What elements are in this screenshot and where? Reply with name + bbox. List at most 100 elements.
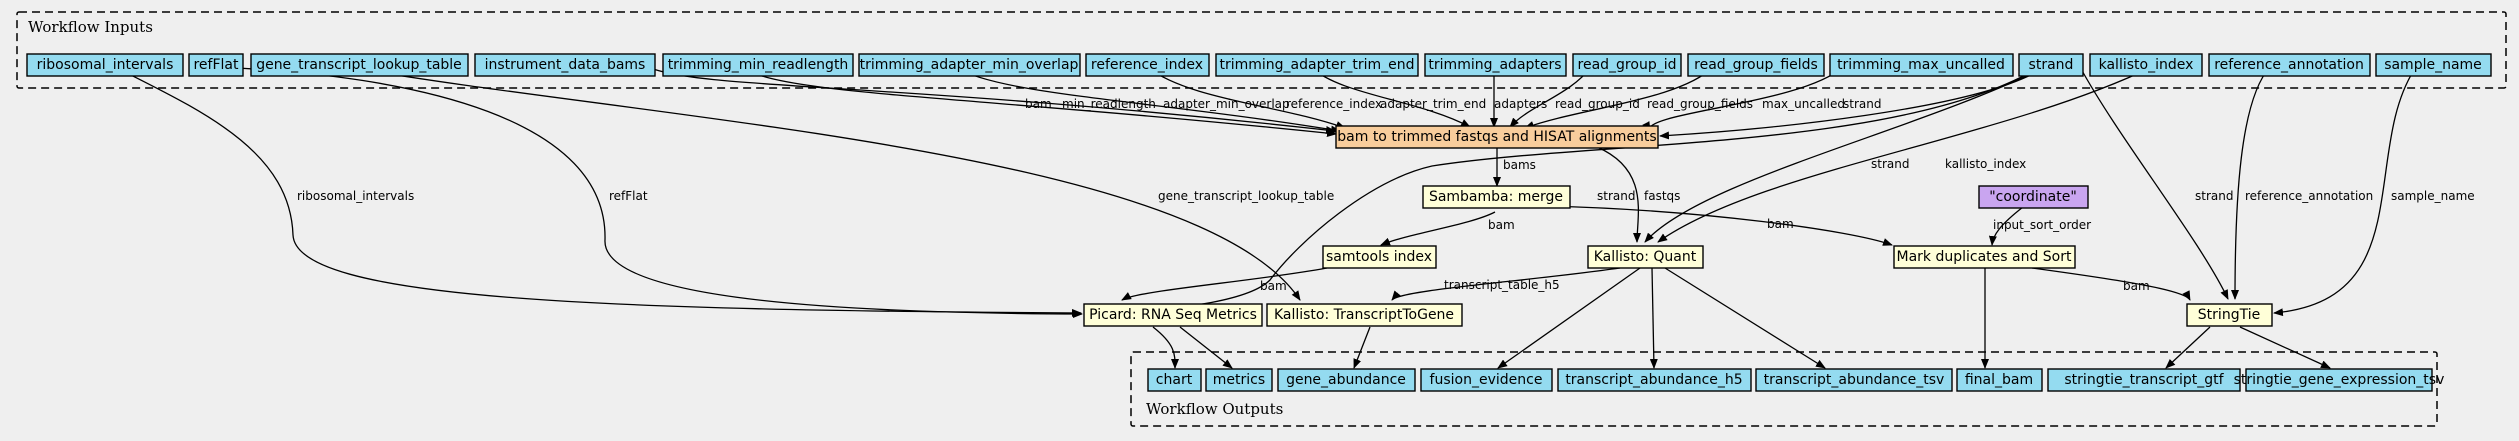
edge-label: bam <box>1488 218 1515 232</box>
input-trimming-min-readlength[interactable]: trimming_min_readlength <box>662 53 854 77</box>
input-trimming-adapters[interactable]: trimming_adapters <box>1424 53 1567 77</box>
edge-label: max_uncalled <box>1762 97 1845 111</box>
svg-text:Kallisto: Quant: Kallisto: Quant <box>1594 249 1697 265</box>
workflow-outputs-title: Workflow Outputs <box>1146 400 1283 418</box>
edge-bam-picard <box>1121 267 1328 301</box>
svg-text:strand: strand <box>2029 57 2074 73</box>
output-transcript-abundance-tsv[interactable]: transcript_abundance_tsv <box>1755 368 1953 392</box>
edge-label: bam <box>1260 279 1287 293</box>
edge-label: sample_name <box>2391 189 2475 203</box>
edge-bam-stringtie <box>2031 267 2191 301</box>
edge-strand-kallisto <box>1644 66 2046 243</box>
input-read-group-fields[interactable]: read_group_fields <box>1687 53 1825 77</box>
svg-text:read_group_fields: read_group_fields <box>1694 57 1818 73</box>
edge-trimming-min-readlength <box>741 66 1337 138</box>
svg-text:final_bam: final_bam <box>1965 372 2033 388</box>
svg-text:Sambamba: merge: Sambamba: merge <box>1429 189 1563 205</box>
output-stringtie-gene-expression-tsv[interactable]: stringtie_gene_expression_tsv <box>2234 368 2445 392</box>
input-trimming-adapter-min-overlap[interactable]: trimming_adapter_min_overlap <box>858 53 1081 77</box>
step-bam-to-trimmed-fastqs[interactable]: bam to trimmed fastqs and HISAT alignmen… <box>1335 125 1659 149</box>
edge-fastqs <box>1596 146 1642 243</box>
svg-text:sample_name: sample_name <box>2384 57 2482 73</box>
svg-text:reference_index: reference_index <box>1091 57 1203 73</box>
svg-text:Kallisto: TranscriptToGene: Kallisto: TranscriptToGene <box>1274 307 1454 323</box>
step-sambamba-merge[interactable]: Sambamba: merge <box>1422 185 1571 209</box>
edge-label: reference_index <box>1286 97 1382 111</box>
svg-text:transcript_abundance_tsv: transcript_abundance_tsv <box>1764 372 1945 388</box>
edge-label: strand <box>1871 157 1909 171</box>
svg-text:StringTie: StringTie <box>2198 307 2260 323</box>
edge-bam-samtools <box>1380 211 1496 246</box>
edge-label: bam <box>1025 97 1052 111</box>
edge-picard-chart <box>1152 326 1180 369</box>
svg-text:Mark duplicates and Sort: Mark duplicates and Sort <box>1896 249 2072 265</box>
input-trimming-adapter-trim-end[interactable]: trimming_adapter_trim_end <box>1215 53 1419 77</box>
input-refflat[interactable]: refFlat <box>188 53 244 77</box>
edge-labels: bam min_readlength adapter_min_overlap r… <box>297 97 2475 293</box>
workflow-inputs-cluster: Workflow Inputs <box>16 11 2507 89</box>
step-kallisto-quant[interactable]: Kallisto: Quant <box>1587 245 1704 269</box>
edges <box>114 66 2417 369</box>
svg-text:gene_transcript_lookup_table: gene_transcript_lookup_table <box>256 57 462 73</box>
output-chart[interactable]: chart <box>1147 368 1202 392</box>
input-ribosomal-intervals[interactable]: ribosomal_intervals <box>26 53 184 77</box>
edge-label: adapter_min_overlap <box>1163 97 1290 111</box>
svg-text:gene_abundance: gene_abundance <box>1286 372 1406 388</box>
input-kallisto-index[interactable]: kallisto_index <box>2089 53 2203 77</box>
edge-label: min_readlength <box>1062 97 1156 111</box>
input-read-group-id[interactable]: read_group_id <box>1572 53 1682 77</box>
step-nodes: bam to trimmed fastqs and HISAT alignmen… <box>1083 125 2273 327</box>
edge-label: bam <box>1767 217 1794 231</box>
constant-coordinate[interactable]: "coordinate" <box>1978 185 2089 209</box>
svg-text:instrument_data_bams: instrument_data_bams <box>485 57 646 73</box>
input-sample-name[interactable]: sample_name <box>2375 53 2492 77</box>
edge-label: input_sort_order <box>1993 218 2091 232</box>
output-fusion-evidence[interactable]: fusion_evidence <box>1420 368 1553 392</box>
output-nodes: chart metrics gene_abundance fusion_evid… <box>1147 368 2445 392</box>
output-stringtie-transcript-gtf[interactable]: stringtie_transcript_gtf <box>2047 368 2241 392</box>
edge-label: strand <box>1843 97 1881 111</box>
svg-text:trimming_min_readlength: trimming_min_readlength <box>668 57 849 73</box>
step-stringtie[interactable]: StringTie <box>2186 303 2273 327</box>
step-kallisto-transcript-to-gene[interactable]: Kallisto: TranscriptToGene <box>1266 303 1463 327</box>
output-metrics[interactable]: metrics <box>1205 368 1273 392</box>
output-final-bam[interactable]: final_bam <box>1956 368 2043 392</box>
svg-text:transcript_abundance_h5: transcript_abundance_h5 <box>1565 372 1742 388</box>
svg-text:trimming_adapter_trim_end: trimming_adapter_trim_end <box>1220 57 1415 73</box>
svg-text:trimming_max_uncalled: trimming_max_uncalled <box>1837 57 2005 73</box>
step-mark-duplicates-and-sort[interactable]: Mark duplicates and Sort <box>1893 245 2076 269</box>
input-instrument-data-bams[interactable]: instrument_data_bams <box>474 53 656 77</box>
input-reference-annotation[interactable]: reference_annotation <box>2208 53 2371 77</box>
edge-label: bams <box>1503 158 1536 172</box>
svg-text:reference_annotation: reference_annotation <box>2214 57 2364 73</box>
step-samtools-index[interactable]: samtools index <box>1322 245 1437 269</box>
input-trimming-max-uncalled[interactable]: trimming_max_uncalled <box>1829 53 2014 77</box>
edge-label: fastqs <box>1644 189 1680 203</box>
svg-text:fusion_evidence: fusion_evidence <box>1430 372 1543 388</box>
svg-text:Picard: RNA Seq Metrics: Picard: RNA Seq Metrics <box>1089 307 1257 323</box>
edge-read-group-fields <box>1524 66 1714 129</box>
edge-strand-picard <box>1129 66 2041 314</box>
step-picard-rnaseq-metrics[interactable]: Picard: RNA Seq Metrics <box>1083 303 1263 327</box>
edge-trimming-max-uncalled <box>1642 66 1844 132</box>
output-gene-abundance[interactable]: gene_abundance <box>1277 368 1416 392</box>
svg-text:read_group_id: read_group_id <box>1578 57 1677 73</box>
input-reference-index[interactable]: reference_index <box>1085 53 1210 77</box>
input-strand[interactable]: strand <box>2018 53 2084 77</box>
edge-label: strand <box>1597 189 1635 203</box>
svg-text:trimming_adapter_min_overlap: trimming_adapter_min_overlap <box>860 57 1079 73</box>
edge-label: read_group_fields <box>1647 97 1753 111</box>
workflow-outputs-cluster: Workflow Outputs <box>1130 351 2438 427</box>
edge-trimming-adapter-min-overlap <box>954 66 1341 134</box>
edge-label: transcript_table_h5 <box>1444 278 1560 292</box>
edge-label: refFlat <box>609 189 648 203</box>
output-transcript-abundance-h5[interactable]: transcript_abundance_h5 <box>1557 368 1752 392</box>
svg-text:stringtie_transcript_gtf: stringtie_transcript_gtf <box>2064 372 2224 388</box>
edge-refflat <box>214 66 1083 318</box>
svg-text:samtools index: samtools index <box>1326 249 1432 265</box>
input-gene-transcript-lookup-table[interactable]: gene_transcript_lookup_table <box>250 53 469 77</box>
svg-text:metrics: metrics <box>1213 372 1265 388</box>
edge-label: adapter_trim_end <box>1380 97 1486 111</box>
edge-transcript-table-h5 <box>1391 267 1621 301</box>
